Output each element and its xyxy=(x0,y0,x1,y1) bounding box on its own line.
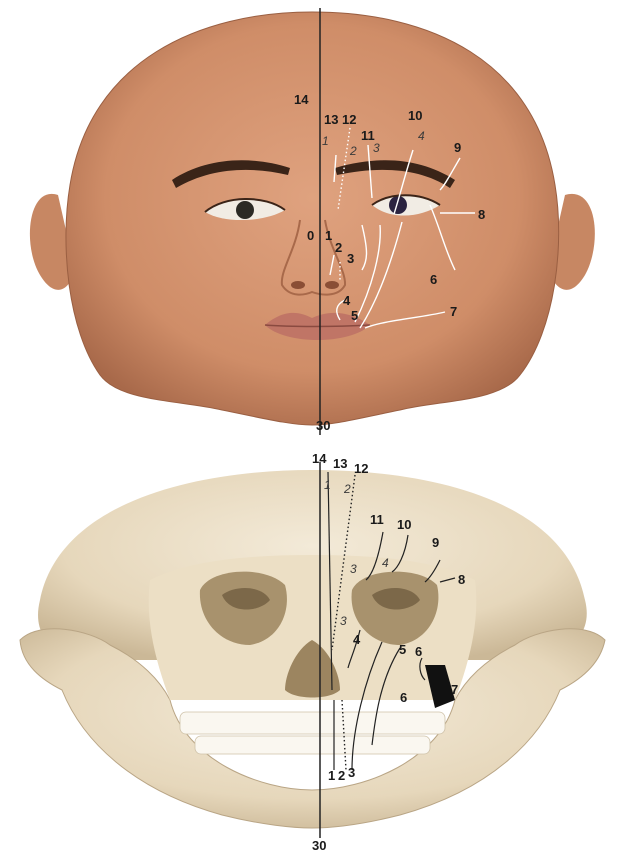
face-label-0: 0 xyxy=(307,228,314,243)
left-iris xyxy=(236,201,254,219)
face-label-5: 5 xyxy=(351,308,358,323)
face-label-6: 6 xyxy=(430,272,437,287)
skull-label-6a: 6 xyxy=(415,644,422,659)
face-illustration xyxy=(30,12,595,425)
face-label-13: 13 xyxy=(324,112,338,127)
left-nostril xyxy=(291,281,305,289)
face-label-1: 1 xyxy=(325,228,332,243)
skull-label-11: 11 xyxy=(370,512,384,527)
face-label-2: 2 xyxy=(335,240,342,255)
face-label-7: 7 xyxy=(450,304,457,319)
skull-label-3: 3 xyxy=(348,765,355,780)
skull-italic-3a: 3 xyxy=(350,562,357,576)
right-nostril xyxy=(325,281,339,289)
skull-label-7: 7 xyxy=(451,682,458,697)
face-label-3: 3 xyxy=(347,251,354,266)
skull-italic-1: 1 xyxy=(324,478,331,492)
skull-label-5: 5 xyxy=(399,642,406,657)
face-label-4: 4 xyxy=(343,293,351,308)
skull-italic-2: 2 xyxy=(343,482,351,496)
face-italic-1: 1 xyxy=(322,134,329,148)
face-label-30: 30 xyxy=(316,418,330,433)
face-label-9: 9 xyxy=(454,140,461,155)
teeth xyxy=(180,712,445,754)
skull-label-14: 14 xyxy=(312,451,327,466)
face-label-12: 12 xyxy=(342,112,356,127)
skull-label-12: 12 xyxy=(354,461,368,476)
face-label-10: 10 xyxy=(408,108,422,123)
face-label-8: 8 xyxy=(478,207,485,222)
skull-label-2: 2 xyxy=(338,768,345,783)
face-italic-2: 2 xyxy=(349,144,357,158)
skull-label-8: 8 xyxy=(458,572,465,587)
skull-italic-3b: 3 xyxy=(340,614,347,628)
skull-italic-4: 4 xyxy=(382,556,389,570)
face-label-14: 14 xyxy=(294,92,309,107)
skull-label-9: 9 xyxy=(432,535,439,550)
skull-label-13: 13 xyxy=(333,456,347,471)
skull-label-10: 10 xyxy=(397,517,411,532)
skull-label-30: 30 xyxy=(312,838,326,853)
face-italic-3: 3 xyxy=(373,141,380,155)
skull-label-1: 1 xyxy=(328,768,335,783)
skull-illustration xyxy=(20,470,605,828)
skull-label-4: 4 xyxy=(353,632,361,647)
face-italic-4: 4 xyxy=(418,129,425,143)
skull-label-6b: 6 xyxy=(400,690,407,705)
